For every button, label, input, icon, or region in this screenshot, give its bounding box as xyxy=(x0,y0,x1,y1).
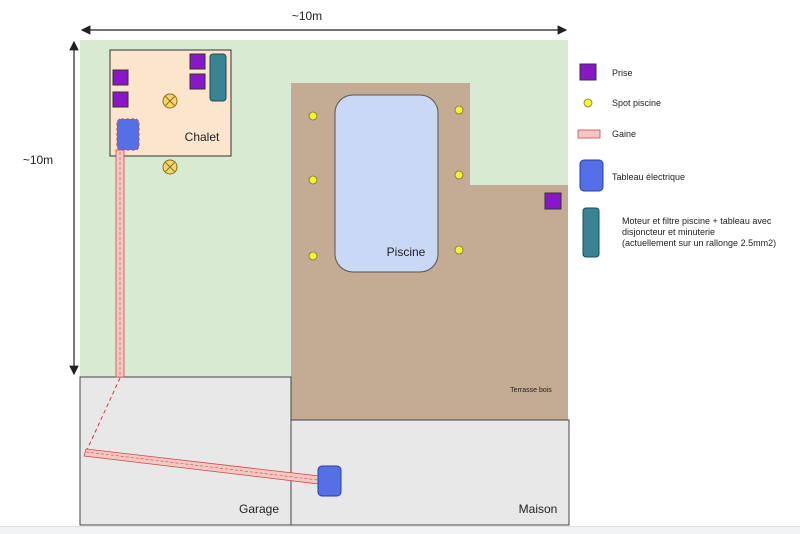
house-electrical-panel xyxy=(317,465,342,497)
legend-outlet-label: Prise xyxy=(612,68,633,78)
chalet-label: Chalet xyxy=(185,130,220,144)
height-dimension-label: ~10m xyxy=(23,153,53,167)
legend-pump-label-line-3: (actuellement sur un rallonge 2.5mm2) xyxy=(622,238,776,248)
pool-light xyxy=(308,175,318,185)
outdoor-light-icon xyxy=(162,159,178,175)
swimming-pool xyxy=(334,94,439,273)
chalet-outlet xyxy=(112,91,129,108)
terrace-label: Terrasse bois xyxy=(510,387,552,394)
chalet-outlet xyxy=(189,53,206,70)
legend-electrical-panel-label: Tableau électrique xyxy=(612,172,685,182)
house-label: Maison xyxy=(519,502,558,516)
legend: Prise Spot piscine Gaine Tableau électri… xyxy=(577,63,776,258)
pool-pump-filter-unit xyxy=(209,53,227,102)
pool-light xyxy=(454,105,464,115)
width-dimension-label: ~10m xyxy=(292,9,322,23)
legend-pump-label-line-1: Moteur et filtre piscine + tableau avec xyxy=(622,216,772,226)
garage xyxy=(79,376,292,526)
legend-outlet-swatch xyxy=(579,63,597,81)
pool-light xyxy=(454,245,464,255)
pool-light xyxy=(454,170,464,180)
chalet-outlet xyxy=(112,69,129,86)
pool-label: Piscine xyxy=(387,245,426,259)
legend-conduit-label: Gaine xyxy=(612,129,636,139)
pool-light xyxy=(308,251,318,261)
pool-light xyxy=(308,111,318,121)
legend-pump-swatch xyxy=(582,207,600,258)
chalet-outlet xyxy=(189,73,206,90)
legend-electrical-panel-swatch xyxy=(579,159,604,192)
legend-pool-light-swatch xyxy=(583,98,593,108)
chalet-electrical-panel xyxy=(116,118,140,151)
garage-label: Garage xyxy=(239,502,279,516)
legend-conduit-swatch xyxy=(577,129,601,139)
pool-lights xyxy=(308,105,464,261)
legend-pump-label-line-2: disjoncteur et minuterie xyxy=(622,227,715,237)
terrace-outlet xyxy=(544,192,562,210)
legend-pool-light-label: Spot piscine xyxy=(612,98,661,108)
bottom-toolbar-strip xyxy=(0,526,800,534)
ceiling-light-icon xyxy=(162,93,178,109)
